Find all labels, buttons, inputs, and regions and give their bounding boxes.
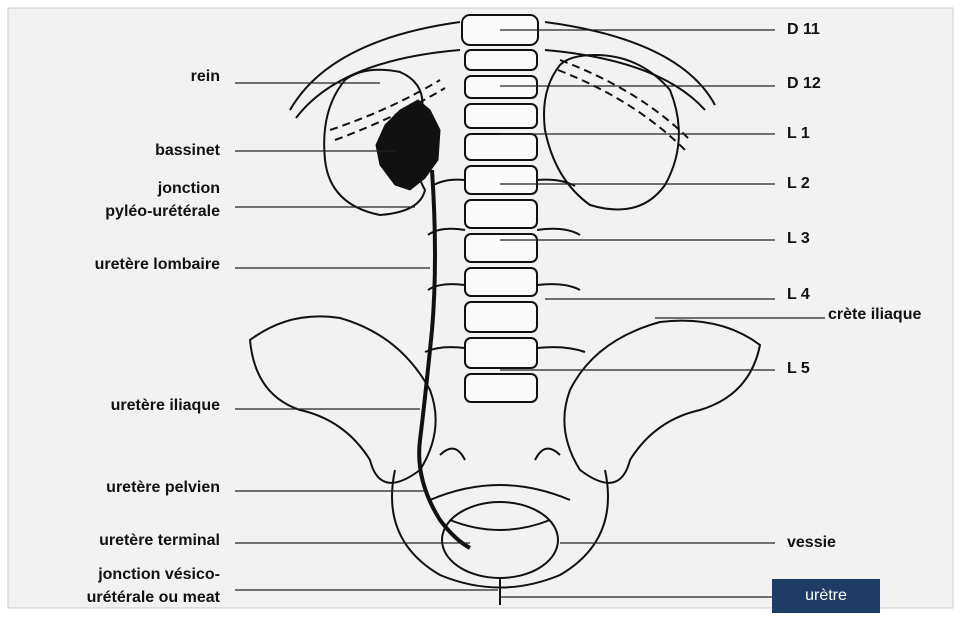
label-l5: L 5: [787, 358, 810, 380]
label-jonction-vesico-2: urétérale ou meat: [20, 587, 220, 609]
label-bassinet: bassinet: [100, 140, 220, 162]
label-rein: rein: [130, 66, 220, 88]
label-d12: D 12: [787, 73, 821, 95]
label-jonction-pyelo-1: jonction: [60, 178, 220, 200]
label-l2: L 2: [787, 173, 810, 195]
label-crete-iliaque: crète iliaque: [828, 304, 921, 326]
label-l3: L 3: [787, 228, 810, 250]
label-uretere-terminal: uretère terminal: [20, 530, 220, 552]
label-d11: D 11: [787, 19, 820, 41]
label-jonction-pyelo-2: pyléo-urétérale: [40, 201, 220, 223]
label-l4: L 4: [787, 284, 810, 306]
label-uretere-pelvien: uretère pelvien: [20, 477, 220, 499]
label-vessie: vessie: [787, 532, 836, 554]
label-jonction-vesico-1: jonction vésico-: [20, 564, 220, 586]
label-l1: L 1: [787, 123, 810, 145]
label-uretere-lombaire: uretère lombaire: [20, 254, 220, 276]
label-uretere-iliaque: uretère iliaque: [20, 395, 220, 417]
label-uretre: urètre: [772, 579, 880, 613]
